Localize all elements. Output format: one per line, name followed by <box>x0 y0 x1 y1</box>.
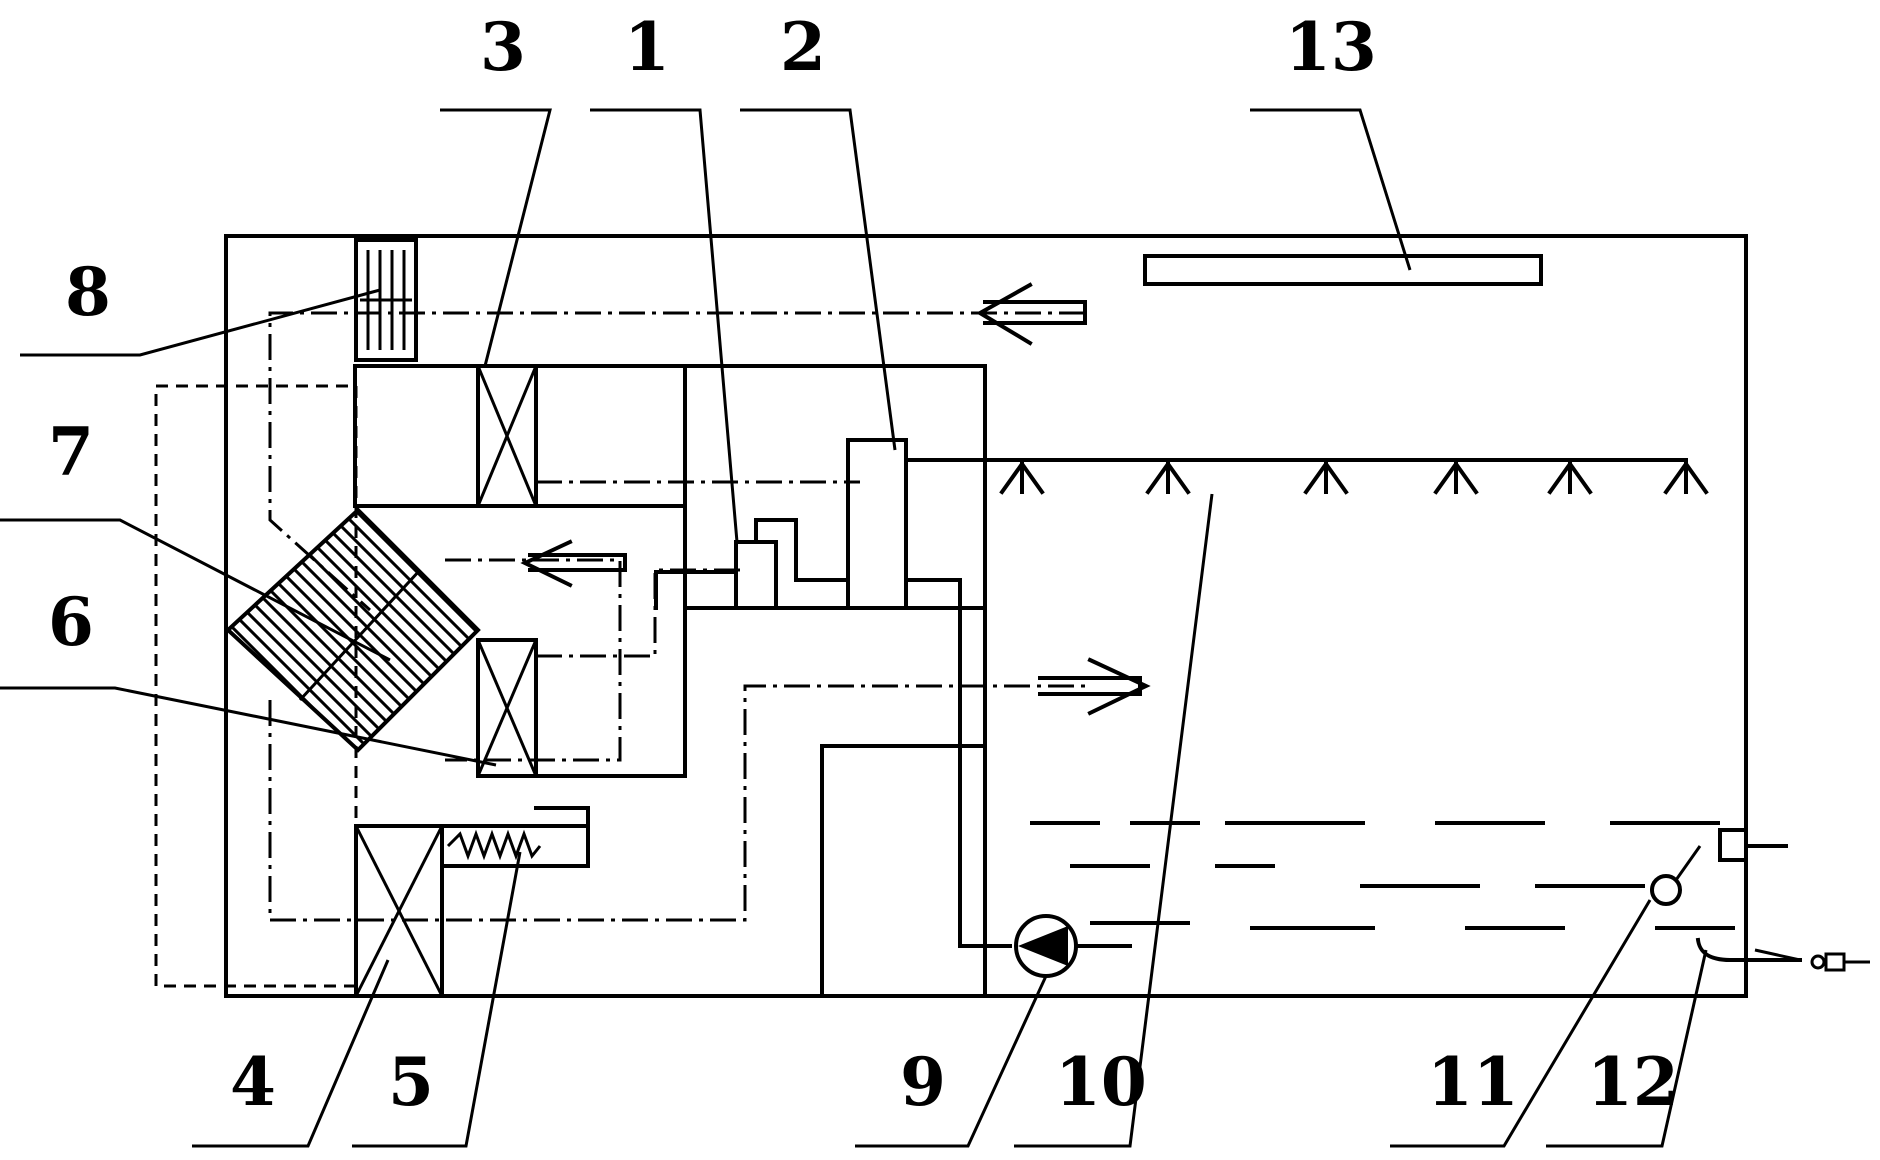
label-4: 4 <box>230 1043 276 1121</box>
label-8: 8 <box>65 253 111 331</box>
label-10: 10 <box>1055 1043 1147 1121</box>
spray-nozzles <box>999 460 1709 495</box>
label-3: 3 <box>480 8 526 86</box>
inner-box <box>820 744 987 998</box>
water-surface <box>1030 821 1735 930</box>
label-13: 13 <box>1285 8 1377 86</box>
label-1: 1 <box>624 8 670 86</box>
component-5-heater <box>440 806 590 868</box>
component-13-bar <box>1143 254 1543 286</box>
component-3-block <box>353 364 687 508</box>
leader-lines <box>0 108 1708 1148</box>
inner-frame-lower <box>534 364 687 778</box>
spray-pipe <box>904 458 1688 494</box>
component-7-exchanger <box>225 507 481 753</box>
component-8-fan <box>354 238 418 362</box>
dashed-casing <box>154 384 358 988</box>
label-2: 2 <box>780 8 826 86</box>
air-flow-inner <box>268 684 1090 922</box>
air-flow-left <box>445 558 622 762</box>
component-1-valve <box>654 518 848 610</box>
label-7: 7 <box>48 413 94 491</box>
component-2-tank <box>846 438 1012 948</box>
label-12: 12 <box>1587 1043 1679 1121</box>
air-flow-mid <box>536 568 740 658</box>
arrow-top <box>976 282 1087 346</box>
label-5: 5 <box>388 1043 434 1121</box>
label-6: 6 <box>48 583 94 661</box>
component-4-block <box>354 824 444 998</box>
label-9: 9 <box>900 1043 946 1121</box>
label-11: 11 <box>1427 1043 1519 1121</box>
arrow-right <box>1038 657 1151 716</box>
component-12-drain <box>1695 937 1870 972</box>
component-11-float <box>1650 828 1788 906</box>
component-6-block <box>476 638 538 778</box>
arrow-middle <box>520 539 627 588</box>
